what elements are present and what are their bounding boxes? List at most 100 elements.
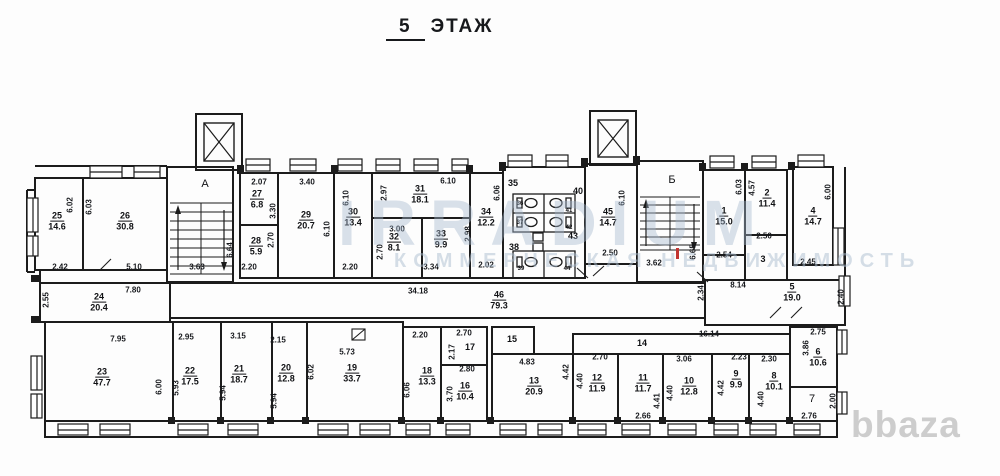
room-number: 30 xyxy=(345,206,360,219)
room-number-label-42: 42 xyxy=(565,225,573,231)
dimension-label: 2.66 xyxy=(635,411,651,421)
room-area: 33.7 xyxy=(343,374,361,385)
dimension-label: 5.10 xyxy=(126,262,142,272)
walls xyxy=(26,160,846,438)
dimension-label: 3.62 xyxy=(646,258,662,268)
room-label-34: 34 12.2 xyxy=(477,206,495,229)
dimension-label: 2.54 xyxy=(716,250,732,260)
room-area: 19.0 xyxy=(783,293,801,304)
room-label-8: 8 10.1 xyxy=(765,371,783,393)
room-number: 23 xyxy=(94,366,109,379)
room-label-2: 2 11.4 xyxy=(758,187,776,210)
dimension-label: 3.70 xyxy=(445,386,455,402)
dimension-label: 8.14 xyxy=(730,280,746,290)
room-number: 4 xyxy=(808,205,818,218)
room-number: 10 xyxy=(681,375,696,388)
dimension-label: 5.73 xyxy=(339,347,355,357)
room-number-label-15: 15 xyxy=(506,334,518,344)
dimension-label: 6.03 xyxy=(84,199,94,215)
dimension-label: 3.06 xyxy=(676,354,692,364)
room-label-27: 27 6.8 xyxy=(249,189,265,211)
room-label-33: 33 9.9 xyxy=(433,228,449,251)
room-number-label-39: 39 xyxy=(517,266,525,272)
room-label-24: 24 20.4 xyxy=(90,291,108,314)
room-number: 33 xyxy=(433,228,449,241)
room-area: 11.4 xyxy=(758,199,776,210)
room-number: 5 xyxy=(787,281,797,294)
room-label-46: 46 79.3 xyxy=(490,289,508,312)
dimension-label: 2.55 xyxy=(41,292,51,308)
room-number: 24 xyxy=(91,291,106,304)
room-number-label-38: 38 xyxy=(508,242,520,252)
room-area: 20.9 xyxy=(525,387,543,398)
room-label-23: 23 47.7 xyxy=(93,366,111,389)
dimension-label: 6.02 xyxy=(65,197,75,213)
dimension-label: 4.42 xyxy=(716,380,726,396)
dimension-label: 5.94 xyxy=(218,385,228,401)
dimension-label: 16.14 xyxy=(698,329,720,339)
red-mark xyxy=(676,248,679,259)
dimension-label: 2.70 xyxy=(266,232,276,248)
room-number: 46 xyxy=(491,289,506,302)
dimension-label: 4.57 xyxy=(747,180,757,196)
bbaza-logo: bbaza xyxy=(851,404,961,445)
room-area: 13.3 xyxy=(418,377,436,388)
room-label-5: 5 19.0 xyxy=(783,281,801,304)
room-number: 2 xyxy=(762,187,772,200)
room-label-4: 4 14.7 xyxy=(804,205,822,228)
room-number-label-А: А xyxy=(201,178,209,190)
dimension-label: 4.40 xyxy=(756,391,766,407)
dimension-label: 4.83 xyxy=(519,357,535,367)
room-label-12: 12 11.9 xyxy=(588,373,606,395)
room-label-30: 30 13.4 xyxy=(344,206,362,229)
dimension-label: 2.15 xyxy=(270,335,286,345)
dimension-label: 34.18 xyxy=(407,286,429,296)
room-label-26: 26 30.8 xyxy=(116,211,134,233)
room-area: 14.7 xyxy=(599,218,617,229)
room-area: 18.1 xyxy=(411,195,429,206)
dimension-label: 6.06 xyxy=(492,185,502,201)
dimension-label: 2.34 xyxy=(696,285,706,301)
room-area: 10.4 xyxy=(456,392,474,403)
room-label-19: 19 33.7 xyxy=(343,362,361,385)
dimension-label: 2.45 xyxy=(800,257,816,267)
dimension-label: 6.65 xyxy=(688,244,698,260)
room-number: 29 xyxy=(298,209,313,222)
dimension-label: 2.17 xyxy=(447,344,457,360)
room-number: 28 xyxy=(248,235,264,248)
room-number: 19 xyxy=(344,362,359,375)
room-label-20: 20 12.8 xyxy=(277,363,295,385)
dimension-label: 6.10 xyxy=(322,221,332,237)
stairs-a-icon xyxy=(170,202,232,275)
room-area: 9.9 xyxy=(434,240,448,251)
door-leaf-icons xyxy=(99,258,803,341)
room-number: 1 xyxy=(719,205,729,218)
dimension-label: 4.42 xyxy=(561,364,571,380)
dimension-label: 2.75 xyxy=(810,327,826,337)
dimension-label: 2.50 xyxy=(602,248,618,258)
room-area: 5.9 xyxy=(249,247,263,258)
room-number: 34 xyxy=(478,206,493,219)
room-area: 17.5 xyxy=(181,377,199,388)
room-number-label-43: 43 xyxy=(567,231,579,241)
room-label-18: 18 13.3 xyxy=(418,366,436,388)
dimension-label: 2.76 xyxy=(801,411,817,421)
dimension-label: 2.00 xyxy=(828,393,838,409)
dimension-label: 2.20 xyxy=(412,330,428,340)
room-area: 13.4 xyxy=(344,218,362,229)
dimension-label: 3.34 xyxy=(423,262,439,272)
room-number: 9 xyxy=(731,368,741,381)
dimension-label: 7.80 xyxy=(125,285,141,295)
room-area: 47.7 xyxy=(93,378,111,389)
room-number: 22 xyxy=(182,365,197,378)
dimension-label: 4.41 xyxy=(652,393,662,409)
dimension-label: 6.06 xyxy=(402,382,412,398)
room-area: 8.1 xyxy=(387,243,401,254)
room-area: 18.7 xyxy=(230,375,248,386)
room-area: 11.9 xyxy=(588,384,606,395)
room-number: 16 xyxy=(457,380,472,393)
dimension-label: 6.10 xyxy=(341,190,351,206)
room-area: 6.8 xyxy=(250,200,264,211)
room-number-label-36: 36 xyxy=(516,201,524,207)
